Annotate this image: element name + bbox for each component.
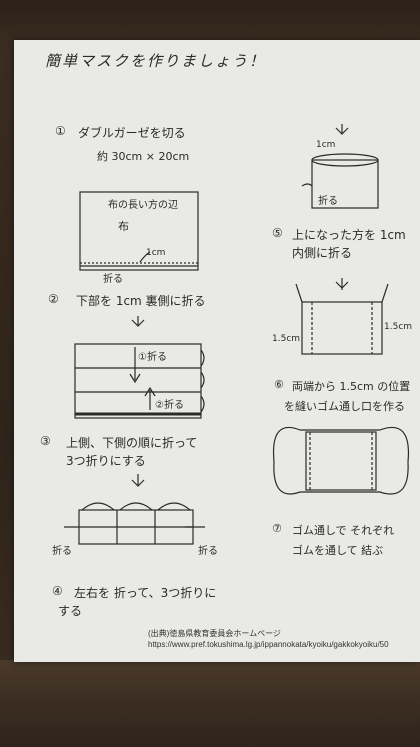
step1-number: ①	[55, 124, 66, 138]
step4-number: ④	[52, 584, 63, 598]
page-title: 簡単マスクを作りましょう！	[45, 52, 267, 70]
mask-outline	[272, 426, 410, 495]
step7-text1: ゴム通しで それぞれ	[292, 524, 395, 537]
cloth-rect-step2	[74, 343, 202, 419]
step5-text1: 上になった方を 1cm	[292, 228, 406, 242]
step5-number: ⑤	[272, 226, 283, 240]
right-label-1cm: 1cm	[316, 140, 336, 150]
step5-label-right: 1.5cm	[384, 322, 413, 332]
step2-fold1: ①折る	[138, 352, 167, 363]
cloth-rect-step1	[79, 191, 199, 271]
step7-text2: ゴムを通して 結ぶ	[292, 544, 384, 557]
step6-number: ⑥	[274, 378, 284, 391]
cloth-rect-step5	[301, 301, 383, 355]
step3-text1: 上側、下側の順に折って	[66, 436, 198, 450]
step3-fold-left: 折る	[52, 546, 72, 557]
step1-size: 約 30cm × 20cm	[97, 150, 190, 163]
step2-fold2: ②折る	[155, 400, 184, 411]
step3-number: ③	[40, 434, 51, 448]
credit-line2: https://www.pref.tokushima.lg.jp/ippanno…	[148, 640, 389, 649]
step1-label-cloth: 布	[118, 220, 129, 233]
step2-number: ②	[48, 292, 59, 306]
step5-text2: 内側に折る	[292, 246, 353, 260]
step3-fold-right: 折る	[198, 546, 218, 557]
step3-text2: 3つ折りにする	[66, 454, 146, 468]
step5-label-left: 1.5cm	[272, 334, 301, 344]
step6-text2: を縫いゴム通し口を作る	[284, 400, 405, 413]
step1-label-fold: 折る	[103, 274, 123, 285]
step4-text1: 左右を 折って、3つ折りに	[74, 586, 217, 600]
right-label-fold: 折る	[318, 196, 338, 207]
desk-surface	[0, 660, 420, 747]
credit-line1: (出典)徳島県教育委員会ホームページ	[148, 629, 281, 638]
step2-text: 下部を 1cm 裏側に折る	[76, 294, 206, 308]
source-credit: (出典)徳島県教育委員会ホームページ https://www.pref.toku…	[148, 628, 389, 650]
step4-text2: する	[58, 604, 83, 618]
step6-text1: 両端から 1.5cm の位置	[292, 380, 411, 393]
step1-label-1cm: 1cm	[146, 248, 166, 258]
step1-label-edge: 布の長い方の辺	[108, 200, 178, 211]
step7-number: ⑦	[272, 522, 282, 535]
instruction-sheet	[14, 40, 420, 662]
step1-text: ダブルガーゼを切る	[78, 126, 186, 140]
cloth-rect-step4	[311, 159, 379, 209]
